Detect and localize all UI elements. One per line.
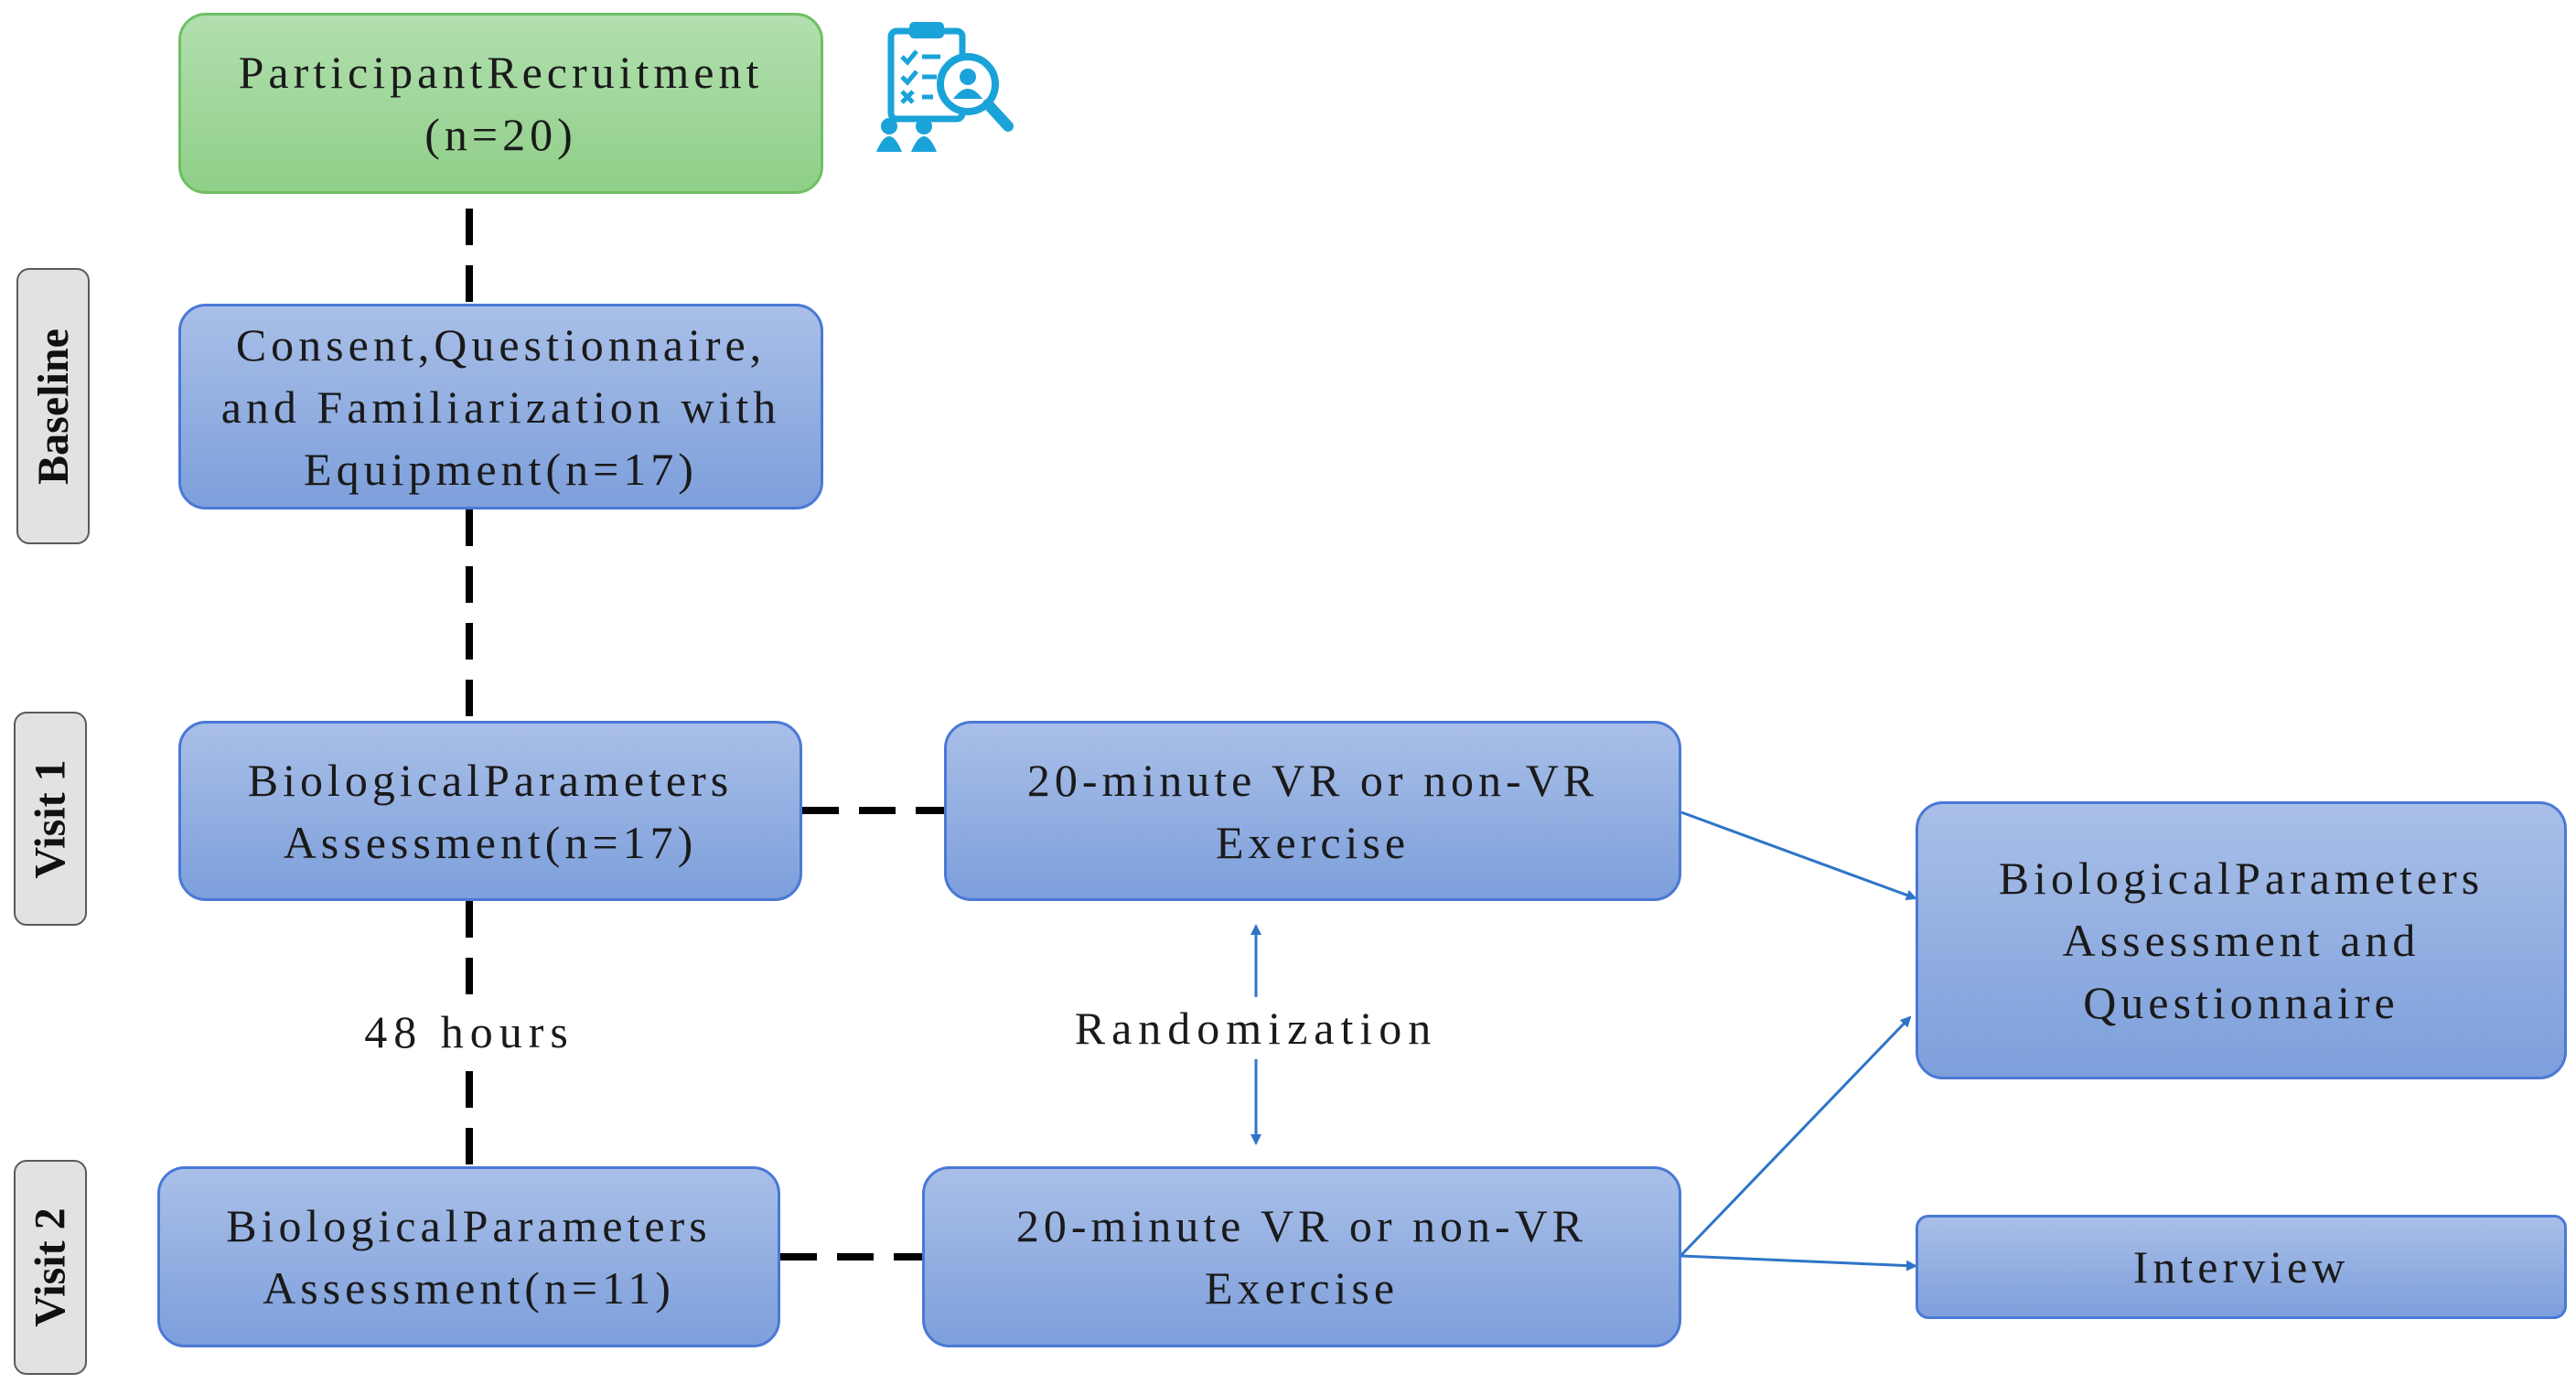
consent-line3: Equipment(n=17) [304, 443, 698, 495]
phase-label-visit1: Visit 1 [26, 758, 75, 879]
interview-label: Interview [2132, 1241, 2350, 1293]
recruitment-line2: (n=20) [424, 109, 577, 160]
hours-label: 48 hours [350, 997, 588, 1067]
randomization-label: Randomization [1070, 997, 1442, 1059]
participant-recruitment-box: ParticipantRecruitment (n=20) [178, 13, 823, 194]
visit1-bio-line2: Assessment(n=17) [283, 816, 698, 868]
visit1-exercise-line2: Exercise [1215, 816, 1411, 868]
recruitment-line1: ParticipantRecruitment [238, 47, 764, 98]
visit1-biological-parameters-box: BiologicalParameters Assessment(n=17) [178, 721, 802, 901]
consent-questionnaire-box: Consent,Questionnaire, and Familiarizati… [178, 304, 823, 510]
visit2-biological-parameters-box: BiologicalParameters Assessment(n=11) [157, 1166, 780, 1347]
interview-box: Interview [1916, 1215, 2567, 1319]
visit2-bio-line2: Assessment(n=11) [263, 1262, 675, 1314]
visit2-exercise-line2: Exercise [1204, 1262, 1400, 1314]
arrow-visit1-exercise-to-final [1680, 810, 1917, 901]
final-bio-line2: Assessment and [2062, 915, 2420, 966]
visit2-bio-line1: BiologicalParameters [226, 1200, 712, 1251]
phase-tab-visit2: Visit 2 [14, 1160, 87, 1375]
phase-tab-visit1: Visit 1 [14, 712, 87, 926]
final-bio-line3: Questionnaire [2083, 977, 2399, 1028]
final-biological-parameters-box: BiologicalParameters Assessment and Ques… [1916, 801, 2567, 1079]
visit2-exercise-line1: 20-minute VR or non-VR [1015, 1200, 1588, 1251]
arrow-visit2-exercise-to-interview [1680, 1254, 1917, 1271]
visit1-bio-line1: BiologicalParameters [247, 754, 734, 806]
phase-tab-baseline: Baseline [16, 268, 90, 544]
visit2-exercise-box: 20-minute VR or non-VR Exercise [922, 1166, 1681, 1347]
phase-label-visit2: Visit 2 [26, 1207, 75, 1327]
final-bio-line1: BiologicalParameters [1998, 853, 2485, 904]
consent-line1: Consent,Questionnaire, [235, 318, 767, 370]
clipboard-people-search-icon [876, 22, 1014, 152]
visit1-exercise-line1: 20-minute VR or non-VR [1026, 754, 1599, 806]
consent-line2: and Familiarization with [220, 381, 781, 433]
visit1-exercise-box: 20-minute VR or non-VR Exercise [944, 721, 1681, 901]
phase-label-baseline: Baseline [28, 327, 78, 485]
arrow-visit2-exercise-to-final [1680, 1015, 1912, 1257]
